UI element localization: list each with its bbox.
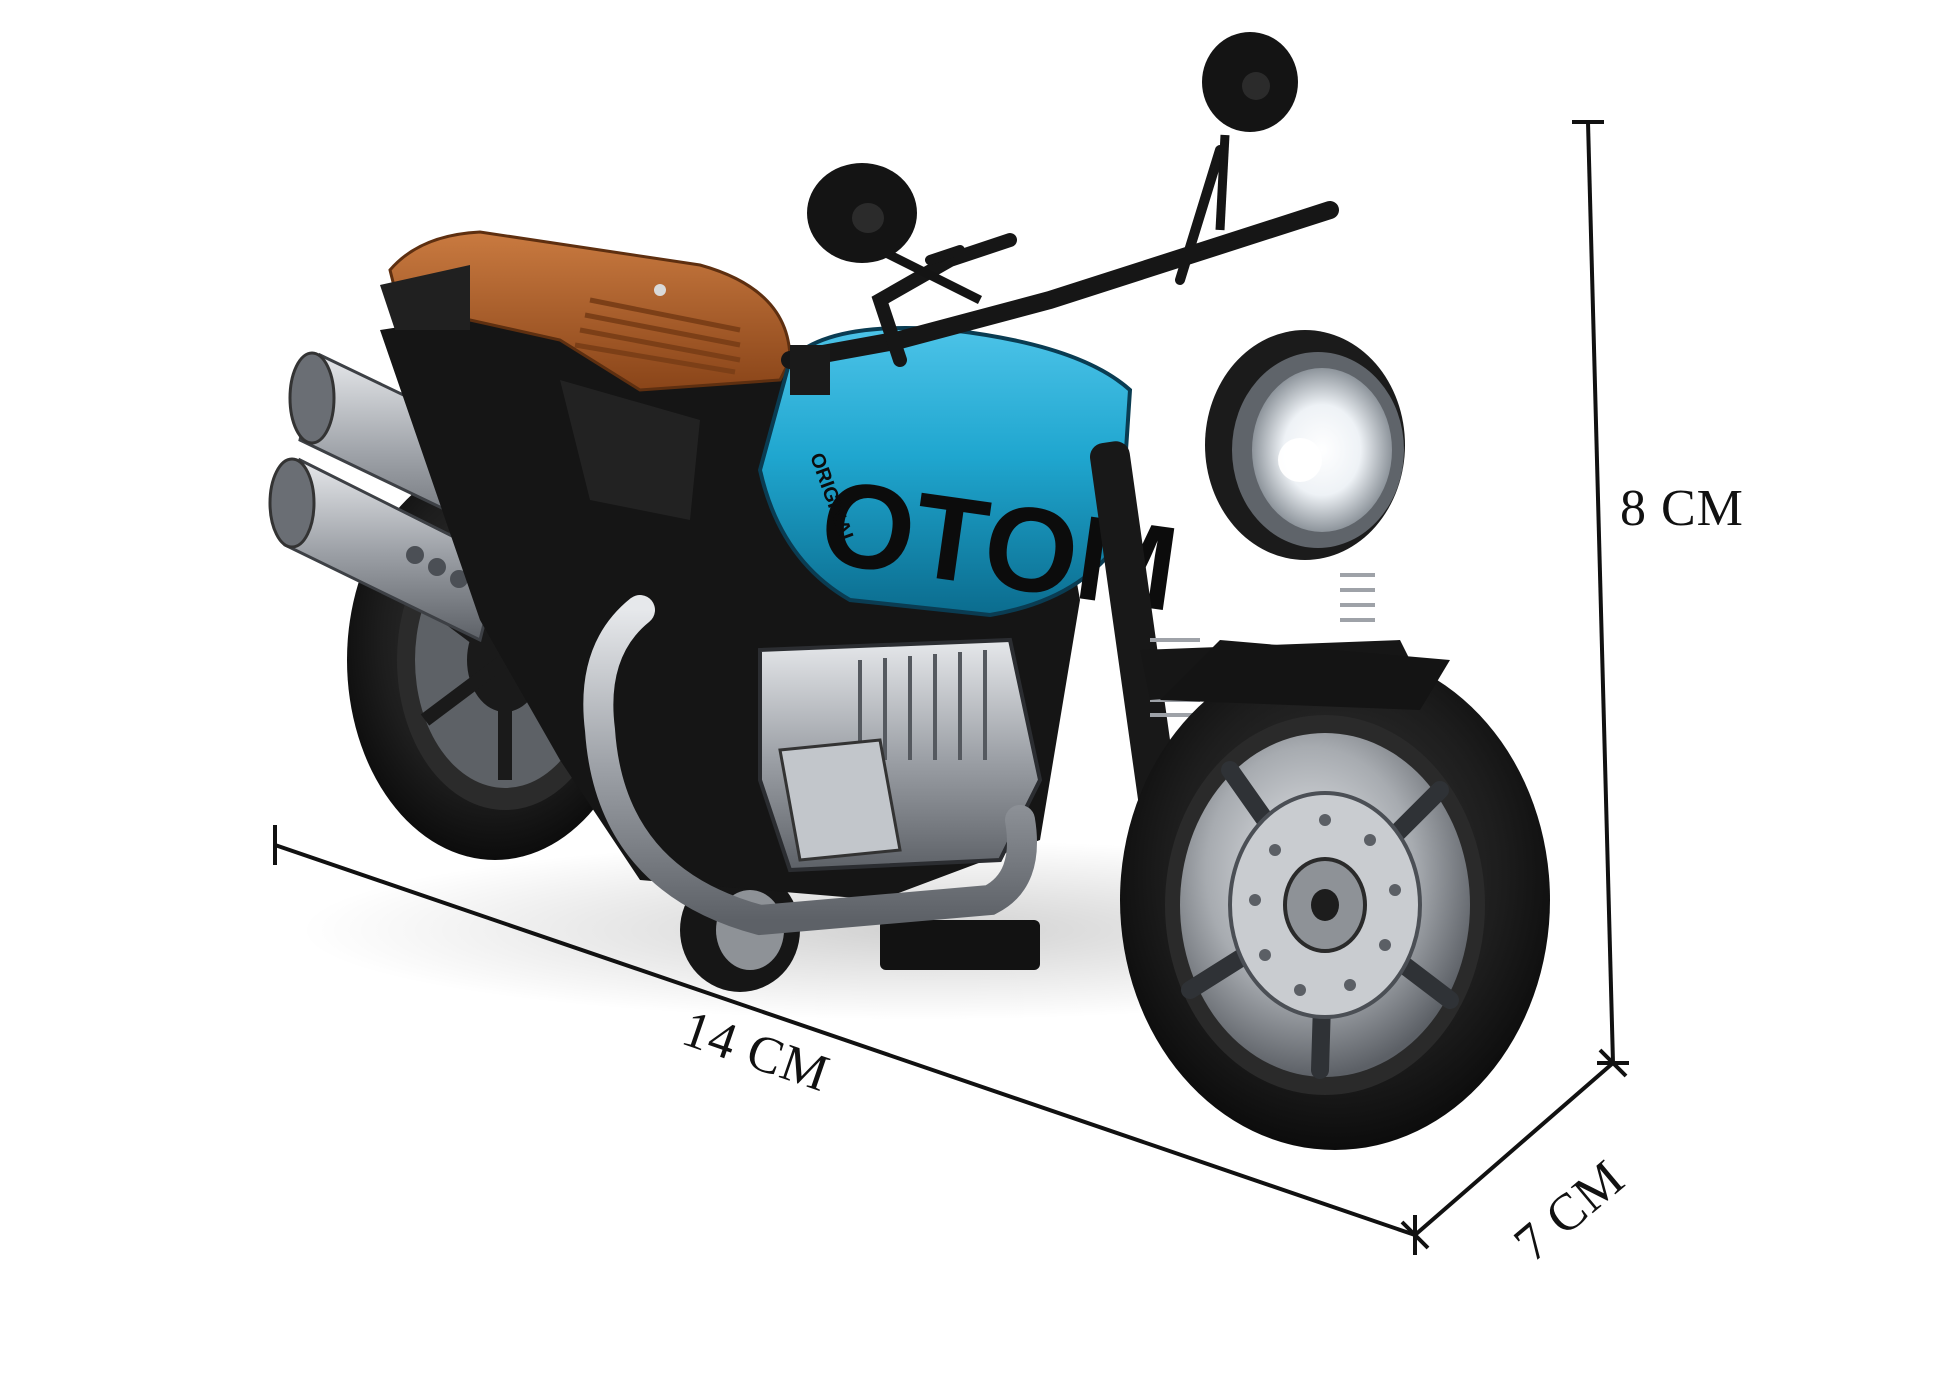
dimension-lines: [273, 120, 1629, 1255]
rear-rack: [380, 265, 470, 330]
length-line: [274, 843, 1416, 1237]
toy-motorcycle: OTOM ORIGINAL: [268, 32, 1550, 1150]
handlebars: [781, 145, 1339, 395]
front-wheel: [1120, 640, 1550, 1150]
width-line: [1413, 1061, 1615, 1237]
mirror-right: [1202, 32, 1298, 231]
seat: [388, 230, 792, 392]
headlight: [1205, 330, 1405, 560]
header-pipe: [583, 595, 1037, 936]
engine: [758, 637, 1043, 873]
height-label: 8 CM: [1620, 480, 1744, 537]
width-label: 7 CM: [1504, 1149, 1636, 1272]
mirror-left: [807, 163, 983, 305]
height-line: [1586, 121, 1615, 1064]
